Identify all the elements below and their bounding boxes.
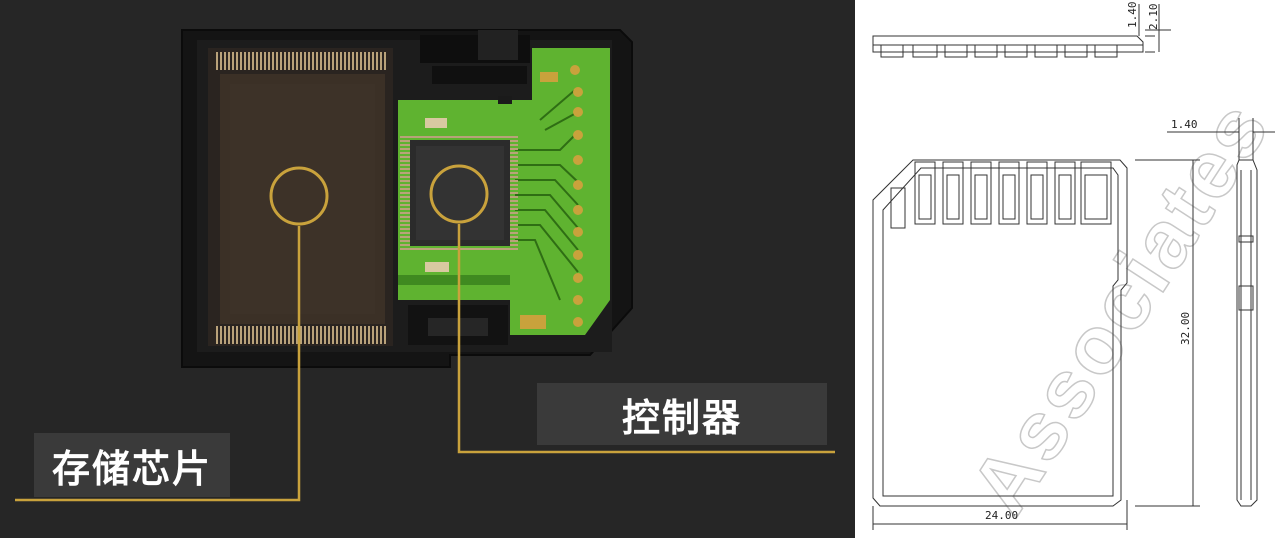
controller-leader-line bbox=[457, 224, 835, 454]
height-dimension: 32.00 bbox=[1179, 312, 1192, 345]
side-thickness-dimension: 1.40 bbox=[1126, 2, 1139, 29]
controller-chip bbox=[400, 136, 518, 250]
technical-drawing-svg: Associates 1.40 2.10 bbox=[872, 2, 1280, 531]
side-total-dimension: 2.10 bbox=[1147, 4, 1160, 31]
width-dimension: 24.00 bbox=[985, 509, 1018, 522]
storage-chip bbox=[208, 48, 393, 346]
watermark-text: Associates bbox=[954, 84, 1280, 530]
sd-card-teardown-photo: 控制器 存储芯片 bbox=[0, 0, 855, 538]
storage-chip-leader-line bbox=[15, 226, 301, 502]
edge-width-dimension: 1.40 bbox=[1171, 118, 1198, 131]
sd-card-technical-drawing: Associates 1.40 2.10 bbox=[855, 0, 1280, 538]
controller-highlight-circle bbox=[429, 164, 489, 224]
front-view bbox=[872, 159, 1200, 530]
storage-chip-label: 存储芯片 bbox=[34, 433, 230, 497]
side-view bbox=[872, 4, 1171, 58]
sd-card-internals-illustration bbox=[15, 29, 835, 502]
controller-label: 控制器 bbox=[537, 383, 827, 445]
storage-chip-highlight-circle bbox=[269, 166, 329, 226]
edge-view bbox=[1167, 118, 1275, 507]
